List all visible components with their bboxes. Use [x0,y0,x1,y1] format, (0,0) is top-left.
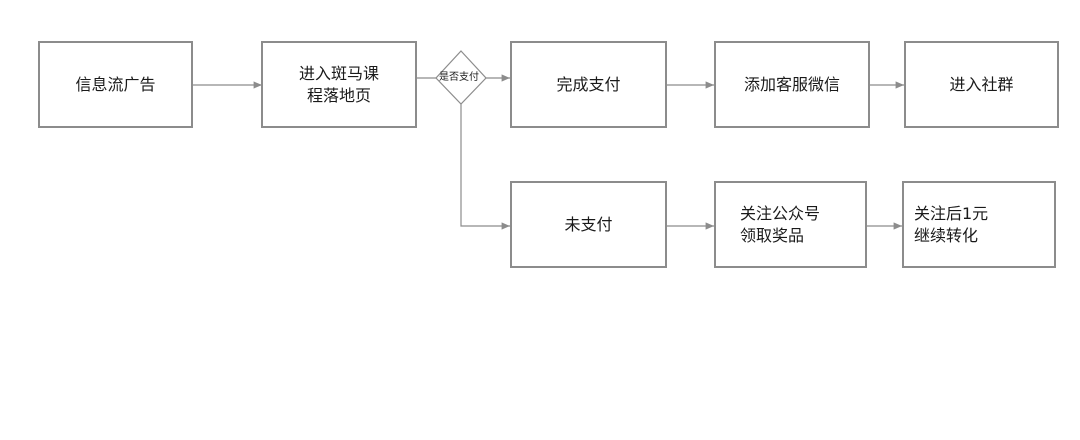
node-convert-label: 关注后1元 继续转化 [914,203,989,245]
arrow-decision-to-unpaid [460,104,510,230]
node-landing: 进入斑马课 程落地页 [261,41,417,128]
node-follow: 关注公众号 领取奖品 [714,181,867,268]
node-unpaid: 未支付 [510,181,667,268]
node-community-label: 进入社群 [949,74,1014,94]
node-add-wechat: 添加客服微信 [714,41,870,128]
node-community: 进入社群 [904,41,1059,128]
node-add-wechat-label: 添加客服微信 [743,74,840,94]
node-unpaid-label: 未支付 [564,214,613,234]
decision-label: 是否支付 [439,72,479,83]
node-follow-label: 关注公众号 领取奖品 [740,203,821,245]
decision-diamond [435,50,487,105]
node-paid: 完成支付 [510,41,667,128]
node-ad: 信息流广告 [38,41,193,128]
node-convert: 关注后1元 继续转化 [902,181,1056,268]
node-landing-label: 进入斑马课 程落地页 [298,63,379,105]
node-paid-label: 完成支付 [556,74,621,94]
node-ad-label: 信息流广告 [75,74,156,94]
